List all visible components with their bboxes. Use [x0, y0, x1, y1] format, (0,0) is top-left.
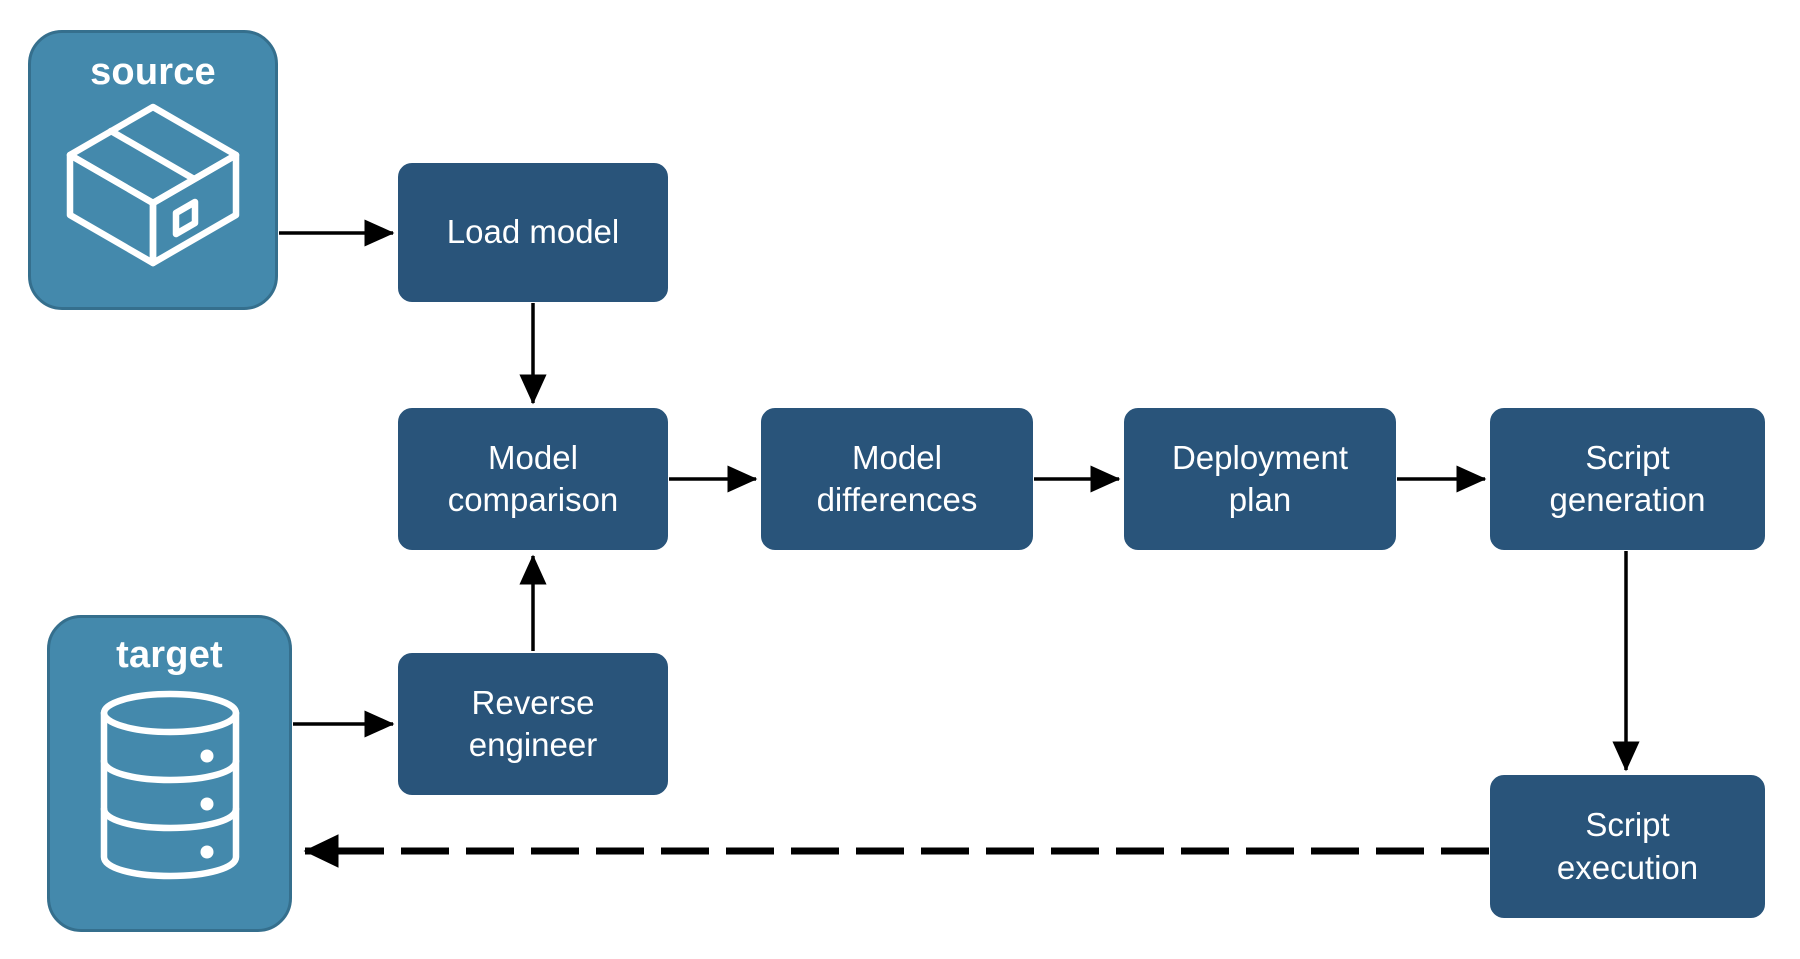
- process-model-differences[interactable]: Model differences: [761, 408, 1033, 550]
- database-cylinder-icon: [95, 690, 245, 885]
- node-source-label: source: [90, 51, 216, 93]
- process-deployment-plan[interactable]: Deployment plan: [1124, 408, 1396, 550]
- process-reverse-engineer[interactable]: Reverse engineer: [398, 653, 668, 795]
- node-target[interactable]: target: [47, 615, 292, 932]
- node-source[interactable]: source: [28, 30, 278, 310]
- process-script-generation[interactable]: Script generation: [1490, 408, 1765, 550]
- process-script-execution[interactable]: Script execution: [1490, 775, 1765, 918]
- process-load-model[interactable]: Load model: [398, 163, 668, 302]
- node-target-label: target: [116, 634, 223, 676]
- package-box-icon: [64, 101, 242, 274]
- process-model-comparison[interactable]: Model comparison: [398, 408, 668, 550]
